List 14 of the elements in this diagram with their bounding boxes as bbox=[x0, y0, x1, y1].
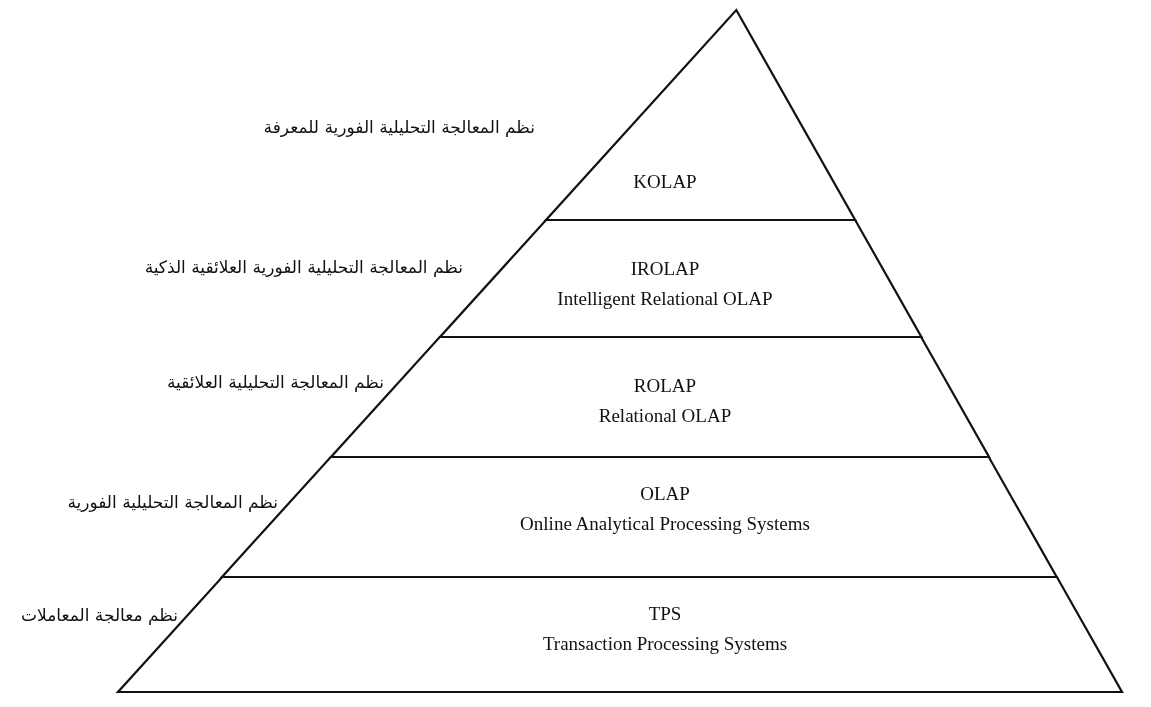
side-label: نظم المعالجة التحليلية الفورية bbox=[67, 492, 278, 512]
side-label: نظم المعالجة التحليلية الفورية العلائقية الذكية bbox=[144, 257, 463, 277]
level-title: ROLAP bbox=[633, 374, 697, 397]
level-subtitle: Intelligent Relational OLAP bbox=[557, 287, 773, 310]
level-subtitle: Relational OLAP bbox=[598, 404, 732, 427]
level-title: TPS bbox=[648, 602, 682, 625]
side-label: نظم المعالجة التحليلية الفورية للمعرفة bbox=[263, 117, 535, 137]
side-label: نظم المعالجة التحليلية العلائقية bbox=[166, 372, 384, 392]
side-label: نظم معالجة المعاملات bbox=[21, 605, 178, 625]
level-title: OLAP bbox=[640, 482, 690, 505]
level-subtitle: Online Analytical Processing Systems bbox=[520, 512, 810, 535]
level-subtitle: Transaction Processing Systems bbox=[542, 632, 788, 655]
level-title: KOLAP bbox=[633, 170, 697, 193]
level-title: IROLAP bbox=[630, 257, 700, 280]
